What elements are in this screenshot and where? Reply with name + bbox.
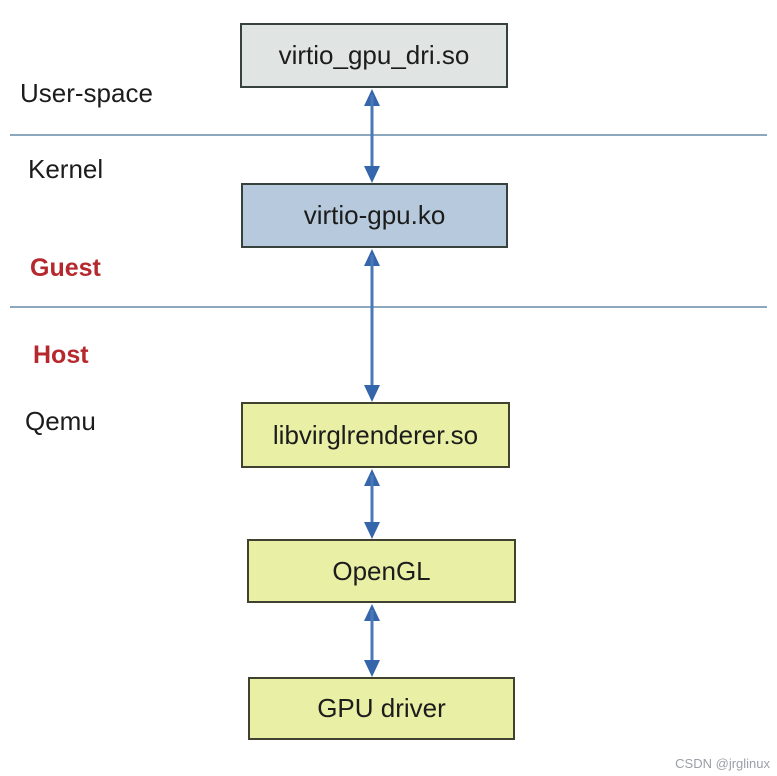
arrow-stem (370, 255, 374, 396)
label-host: Host (33, 341, 89, 369)
arrow-dri-to-ko (363, 89, 381, 183)
arrowhead-down-icon (364, 385, 380, 402)
label-user-space: User-space (20, 78, 153, 108)
box-opengl: OpenGL (247, 539, 516, 603)
arrow-stem (370, 475, 374, 533)
box-libvirglrenderer: libvirglrenderer.so (241, 402, 510, 468)
label-kernel: Kernel (28, 154, 104, 184)
separator-userspace-kernel (10, 134, 767, 136)
watermark: CSDN @jrglinux (675, 756, 770, 771)
box-gpu-driver: GPU driver (248, 677, 515, 740)
box-virtio-gpu-dri: virtio_gpu_dri.so (240, 23, 508, 88)
label-qemu: Qemu (25, 406, 96, 436)
arrowhead-down-icon (364, 522, 380, 539)
arrow-virgl-to-opengl (363, 469, 381, 539)
arrow-opengl-to-gpudriver (363, 604, 381, 677)
arrow-ko-to-virgl (363, 249, 381, 402)
box-virtio-gpu-ko: virtio-gpu.ko (241, 183, 508, 248)
arrowhead-down-icon (364, 660, 380, 677)
arrowhead-down-icon (364, 166, 380, 183)
separator-guest-host (10, 306, 767, 308)
label-guest: Guest (30, 254, 101, 282)
arrow-stem (370, 95, 374, 177)
arrow-stem (370, 610, 374, 671)
